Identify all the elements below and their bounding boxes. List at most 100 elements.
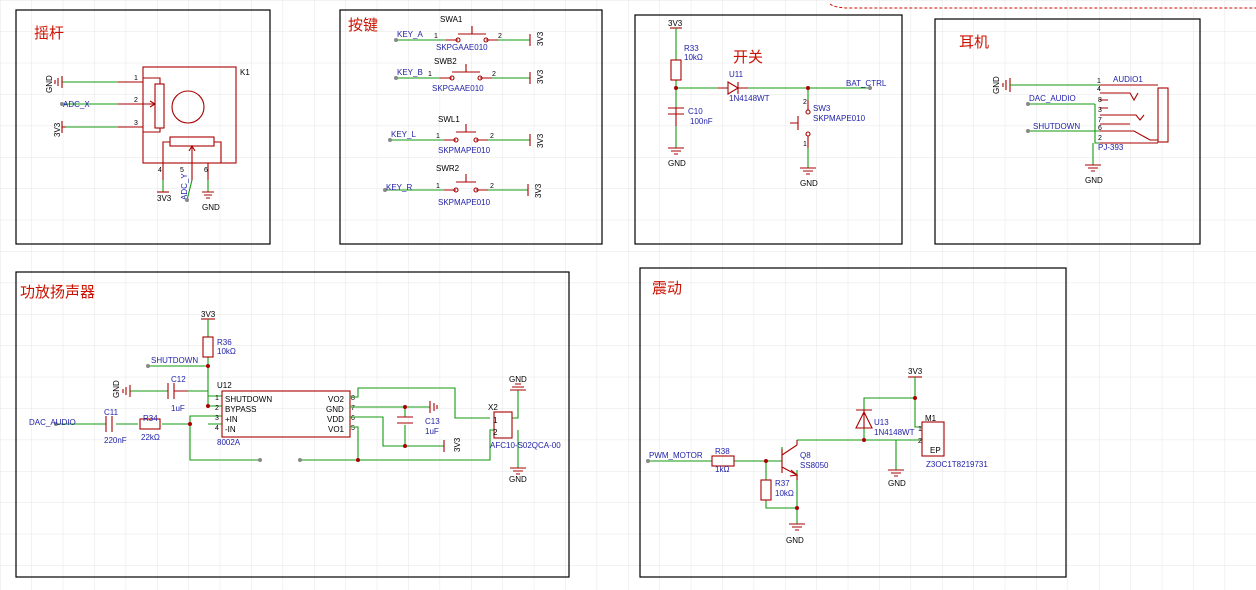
pushbutton-contact-icon [805, 109, 811, 115]
net-port-icon [1026, 102, 1030, 106]
switch-pin-1: 1 [436, 133, 440, 140]
pushbutton-icon [444, 124, 488, 141]
u13-ref: U13 [874, 418, 889, 427]
key-switch-a[interactable]: SWA1 1 2 SKPGAAE010 KEY_A 3V3 [394, 15, 545, 52]
resistor-r33-icon [670, 59, 682, 81]
switch-part: SKPMAPE010 [438, 146, 491, 155]
switch-pin-2: 2 [492, 71, 496, 78]
pushbutton-icon [440, 64, 492, 79]
u13-part: 1N4148WT [874, 428, 915, 437]
key-switch-r[interactable]: SWR2 1 2 SKPMAPE010 KEY_R 3V3 [383, 164, 543, 207]
switch-net-bat-ctrl: BAT_CTRL [846, 79, 887, 88]
audio1-ref: AUDIO1 [1113, 75, 1143, 84]
vibration-net-pwm: PWM_MOTOR [649, 451, 703, 460]
keys-block[interactable]: 按键 SWA1 1 2 SKPGAAE010 KEY_A 3V3 SWB2 1 … [339, 9, 603, 245]
r38-ref: R38 [715, 447, 730, 456]
x2-ref: X2 [488, 403, 498, 412]
u12-ref: U12 [217, 381, 232, 390]
c11-value: 220nF [104, 436, 127, 445]
joystick-knob-icon [171, 90, 205, 124]
joystick-wiper-x-icon [143, 100, 157, 108]
joystick-net-adc-y: ADC_Y [180, 173, 189, 200]
switch-ref: SWA1 [440, 15, 463, 24]
earphone-block[interactable]: 耳机 AUDIO1 GND DAC_AUDIO SHUTDOWN 1 4 8 3… [934, 18, 1201, 245]
earphone-gnd-bottom: GND [1085, 176, 1103, 185]
amp-net-shutdown: SHUTDOWN [151, 356, 198, 365]
q8-ref: Q8 [800, 451, 811, 460]
jack-pin-3: 3 [1098, 107, 1102, 114]
speaker-x2-icon [493, 411, 513, 439]
u12-pin-vo1: VO1 [328, 425, 345, 434]
ground-icon [1085, 164, 1101, 172]
u11-part: 1N4148WT [729, 94, 770, 103]
amplifier-block[interactable]: 功放扬声器 3V3 R36 10kΩ SHUTDOWN GND C12 1uF … [15, 271, 570, 578]
vibration-3v3: 3V3 [908, 367, 923, 376]
key-switch-l[interactable]: SWL1 1 2 SKPMAPE010 KEY_L 3V3 [388, 115, 545, 155]
diode-u13-icon [855, 409, 873, 429]
switch-power: 3V3 [534, 183, 543, 198]
u12-pin-num-1: 1 [215, 395, 219, 402]
switch-power: 3V3 [536, 31, 545, 46]
switch-ref: SWR2 [436, 164, 460, 173]
switch-pin-2: 2 [490, 133, 494, 140]
switch-block[interactable]: 开关 3V3 R33 10kΩ C10 100nF GND U11 1N4148… [634, 14, 903, 245]
joystick-pin-2: 2 [134, 97, 138, 104]
jack-contacts-icon [1100, 84, 1158, 144]
junction-dot-icon [862, 438, 866, 442]
r37-value: 10kΩ [775, 489, 794, 498]
u12-pin-vo2: VO2 [328, 395, 345, 404]
joystick-block[interactable]: 摇杆 K1 1 2 3 4 5 6 GND ADC_X 3V3 3V3 ADC_… [15, 9, 271, 245]
capacitor-c13-icon [397, 416, 413, 424]
c10-ref: C10 [688, 107, 703, 116]
u12-pin-num-7: 7 [351, 405, 355, 412]
switch-net: KEY_B [397, 68, 423, 77]
junction-dot-icon [403, 405, 407, 409]
u12-part: 8002A [217, 438, 241, 447]
r33-ref: R33 [684, 44, 699, 53]
switch-pin-1: 1 [436, 183, 440, 190]
capacitor-c11-icon [105, 416, 113, 432]
joystick-pot-y-leads [162, 141, 222, 163]
c10-value: 100nF [690, 117, 713, 126]
r38-value: 1kΩ [715, 465, 729, 474]
vibration-block[interactable]: 震动 3V3 U13 1N4148WT M1 1 2 EP Z3OC1T8219… [639, 267, 1067, 578]
r36-ref: R36 [217, 338, 232, 347]
junction-dot-icon [188, 422, 192, 426]
u12-pin-num-5: 5 [351, 425, 355, 432]
switch-pin-1: 1 [434, 33, 438, 40]
switch-part: SKPGAAE010 [436, 43, 488, 52]
ground-icon [510, 467, 526, 475]
joystick-pot-x-leads [143, 77, 161, 133]
jack-pin-7: 7 [1098, 117, 1102, 124]
earphone-net-shutdown: SHUTDOWN [1033, 122, 1080, 131]
net-port-icon [185, 198, 189, 202]
switch-part: SKPGAAE010 [432, 84, 484, 93]
u12-pin-num-6: 6 [351, 415, 355, 422]
joystick-ref: K1 [240, 68, 250, 77]
keys-frame [339, 9, 603, 245]
resistor-r36-icon [202, 336, 214, 358]
net-port-icon [54, 422, 58, 426]
switch-net: KEY_L [391, 130, 416, 139]
switch-pin-2: 2 [498, 33, 502, 40]
ground-icon [510, 383, 526, 391]
switch-frame [634, 14, 903, 245]
switch-net: KEY_R [386, 183, 412, 192]
jack-pin-6: 6 [1098, 125, 1102, 132]
jack-pin-8: 8 [1098, 97, 1102, 104]
net-port-icon [298, 458, 302, 462]
key-switch-b[interactable]: SWB2 1 2 SKPGAAE010 KEY_B 3V3 [394, 57, 545, 93]
joystick-gnd-bottom: GND [202, 203, 220, 212]
joystick-frame [15, 9, 271, 245]
c13-value: 1uF [425, 427, 439, 436]
resistor-r34-icon [139, 418, 161, 430]
joystick-pin-lines [118, 81, 209, 180]
m1-ref: M1 [925, 414, 937, 423]
u11-ref: U11 [729, 70, 744, 79]
junction-dot-icon [674, 86, 678, 90]
switch-gnd-1: GND [668, 159, 686, 168]
joystick-body [142, 66, 237, 164]
u12-pin-num-3: 3 [215, 415, 219, 422]
u12-pin-num-4: 4 [215, 425, 219, 432]
